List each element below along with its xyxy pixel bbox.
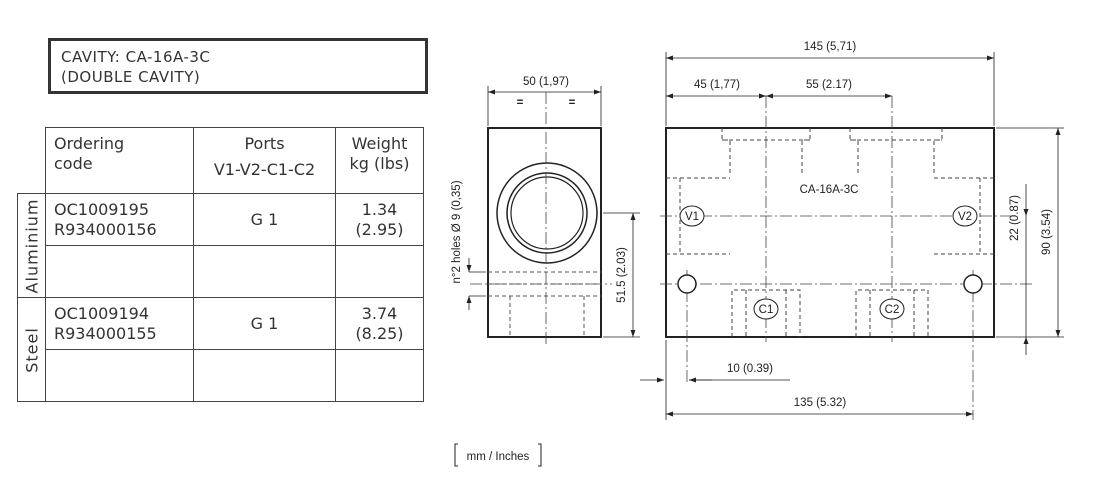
cavity-title: CAVITY: CA-16A-3C — [61, 48, 211, 66]
cavity-box: CAVITY: CA-16A-3C (DOUBLE CAVITY) — [48, 38, 428, 94]
header-ports: Ports V1-V2-C1-C2 — [193, 127, 336, 194]
left-offset-dim: 45 (1,77) — [694, 79, 740, 91]
ordering-code-cell: OC1009195 R934000156 — [45, 193, 194, 246]
cavity-spacing-dim: 55 (2.17) — [806, 79, 852, 91]
material-steel: Steel — [17, 297, 46, 402]
ports-cell: G 1 — [193, 297, 336, 350]
height-dim: 90 (3.54) — [1041, 209, 1053, 255]
port-label-c2: C2 — [885, 304, 900, 316]
units-label: mm / Inches — [467, 451, 530, 463]
hole-offset-dim: 10 (0.39) — [727, 363, 773, 375]
port-label-c1: C1 — [759, 304, 774, 316]
table-row-empty — [18, 245, 424, 298]
hole-span-dim: 135 (5.32) — [794, 397, 847, 409]
weight-cell: 3.74 (8.25) — [335, 297, 424, 350]
side-height-dim: 51.5 (2.03) — [616, 247, 628, 303]
ports-cell: G 1 — [193, 193, 336, 246]
cavity-subtitle: (DOUBLE CAVITY) — [61, 68, 201, 86]
table-row: Steel OC1009194 R934000155 G 1 3.74 (8.2… — [17, 297, 424, 402]
side-view: 50 (1,97) = = n°2 holes Ø 9 (0,35) 51.5 … — [451, 76, 640, 345]
table-header-row: Ordering code Ports V1-V2-C1-C2 Weight k… — [18, 127, 424, 194]
ordering-code-cell: OC1009194 R934000155 — [45, 297, 194, 350]
equal-mark: = — [569, 97, 576, 109]
side-width-dim: 50 (1,97) — [523, 76, 569, 88]
header-weight: Weight kg (lbs) — [335, 127, 424, 194]
material-aluminium: Aluminium — [17, 193, 46, 298]
port-label-v1: V1 — [685, 211, 699, 223]
port-height-dim: 22 (0.87) — [1009, 195, 1021, 241]
port-label-v2: V2 — [958, 211, 972, 223]
weight-cell: 1.34 (2.95) — [335, 193, 424, 246]
table-row: Aluminium OC1009195 R934000156 G 1 1.34 … — [17, 193, 424, 298]
equal-mark: = — [517, 97, 524, 109]
block-label: CA-16A-3C — [800, 184, 859, 196]
front-view: V1 V2 C1 C2 CA-16A-3C 145 (5,71) 45 (1,7… — [640, 41, 1064, 420]
table-row-empty — [18, 349, 424, 402]
ordering-table: Ordering code Ports V1-V2-C1-C2 Weight k… — [17, 127, 424, 402]
overall-width-dim: 145 (5,71) — [804, 41, 857, 53]
holes-note: n°2 holes Ø 9 (0,35) — [451, 180, 463, 283]
